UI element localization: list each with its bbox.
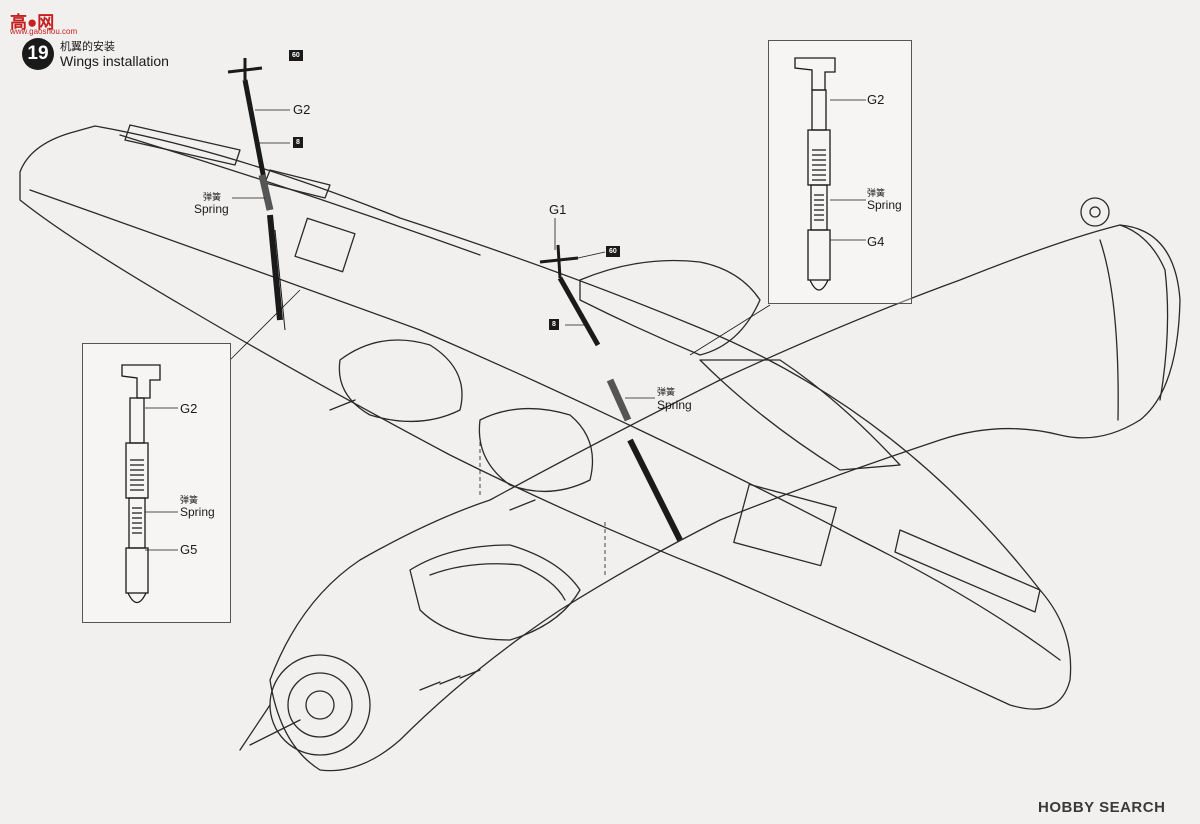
inset-left-part-bottom: G5 <box>180 542 198 557</box>
inset-left <box>82 343 231 623</box>
inset-right-part-bottom: G4 <box>867 234 885 249</box>
inset-left-part-top: G2 <box>180 401 198 416</box>
inset-right-spring-en: Spring <box>867 198 902 212</box>
left-strut-qty-mid: 8 <box>293 137 303 148</box>
cockpit <box>409 544 581 641</box>
center-strut-part-label: G1 <box>549 202 567 217</box>
engine-cowl <box>269 654 371 756</box>
hobby-search-watermark: HOBBY SEARCH <box>1038 799 1166 816</box>
fuselage-outline <box>269 224 1181 772</box>
inset-left-spring-cn: 弹簧 <box>180 495 199 505</box>
inset-left-spring-en: Spring <box>180 505 215 519</box>
step-title-cn: 机翼的安装 <box>60 41 115 53</box>
site-logo-url: www.gaoshou.com <box>10 27 78 36</box>
left-strut-assembly <box>227 58 286 331</box>
tailplane <box>579 259 761 356</box>
center-strut-assembly <box>539 244 683 542</box>
left-strut-spring-en: Spring <box>194 202 229 216</box>
wheel-well-right <box>478 407 594 493</box>
center-strut-spring-cn: 弹簧 <box>657 387 676 397</box>
inset-right <box>768 40 912 304</box>
inset-right-part-top: G2 <box>867 92 885 107</box>
inset-right-spring-cn: 弹簧 <box>867 188 886 198</box>
step-title-en: Wings installation <box>60 53 169 69</box>
center-strut-qty-top: 60 <box>606 246 620 257</box>
center-strut-spring-en: Spring <box>657 398 692 412</box>
wheel-well-left <box>338 339 463 423</box>
center-strut-qty-mid: 8 <box>549 319 559 330</box>
left-strut-qty-top: 60 <box>289 50 303 61</box>
wing-outline <box>19 125 1072 710</box>
site-logo: 高●网 <box>10 13 55 32</box>
step-number-badge: 19 <box>22 38 54 70</box>
left-strut-part-label: G2 <box>293 102 311 117</box>
left-strut-spring-cn: 弹簧 <box>203 192 222 202</box>
